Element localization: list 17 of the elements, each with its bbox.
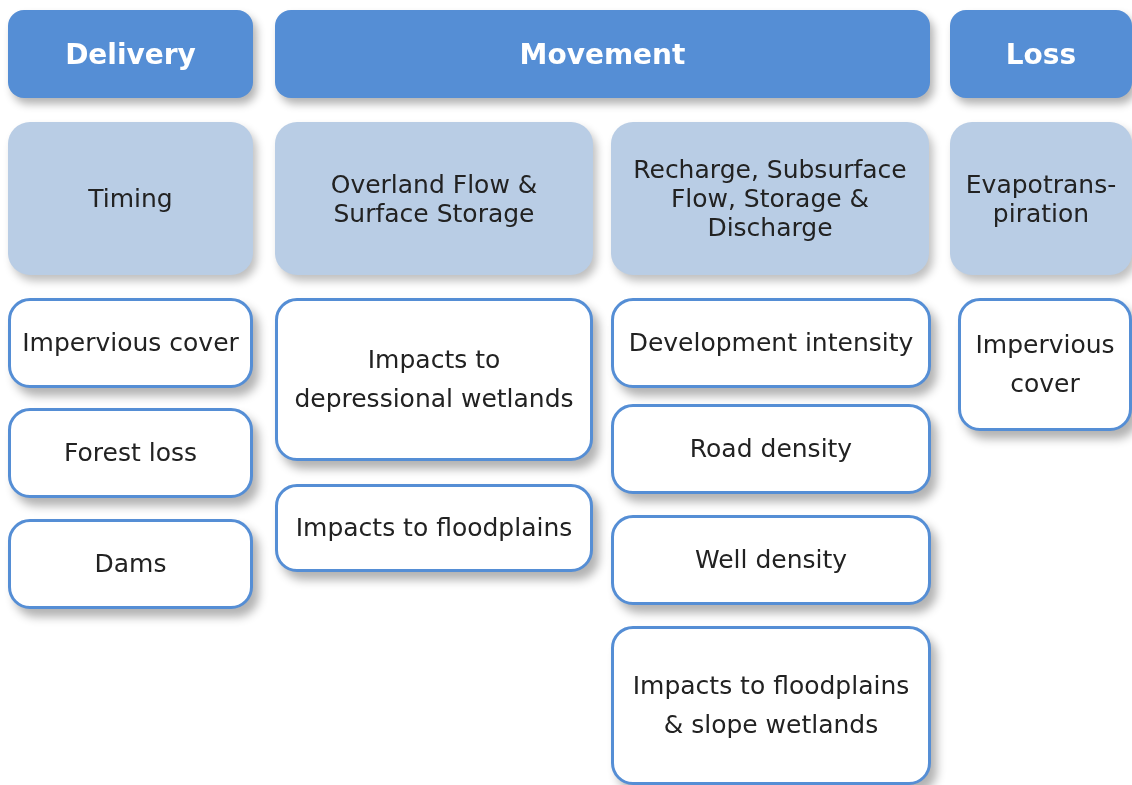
category-box: Overland Flow & Surface Storage: [275, 122, 593, 275]
column-header: Movement: [275, 10, 930, 98]
item-box: Impacts to floodplains: [275, 484, 593, 572]
column-header: Delivery: [8, 10, 253, 98]
item-box: Well density: [611, 515, 931, 605]
column-header: Loss: [950, 10, 1132, 98]
category-box: Evapotrans-piration: [950, 122, 1132, 275]
item-box: Road density: [611, 404, 931, 494]
item-box: Development intensity: [611, 298, 931, 388]
item-box: Impervious cover: [8, 298, 253, 388]
item-box: Dams: [8, 519, 253, 609]
category-box: Timing: [8, 122, 253, 275]
category-box: Recharge, Subsurface Flow, Storage & Discharge: [611, 122, 929, 275]
item-box: Forest loss: [8, 408, 253, 498]
item-box: Impacts to depressional wetlands: [275, 298, 593, 461]
item-box: Impervious cover: [958, 298, 1132, 431]
item-box: Impacts to floodplains & slope wetlands: [611, 626, 931, 785]
